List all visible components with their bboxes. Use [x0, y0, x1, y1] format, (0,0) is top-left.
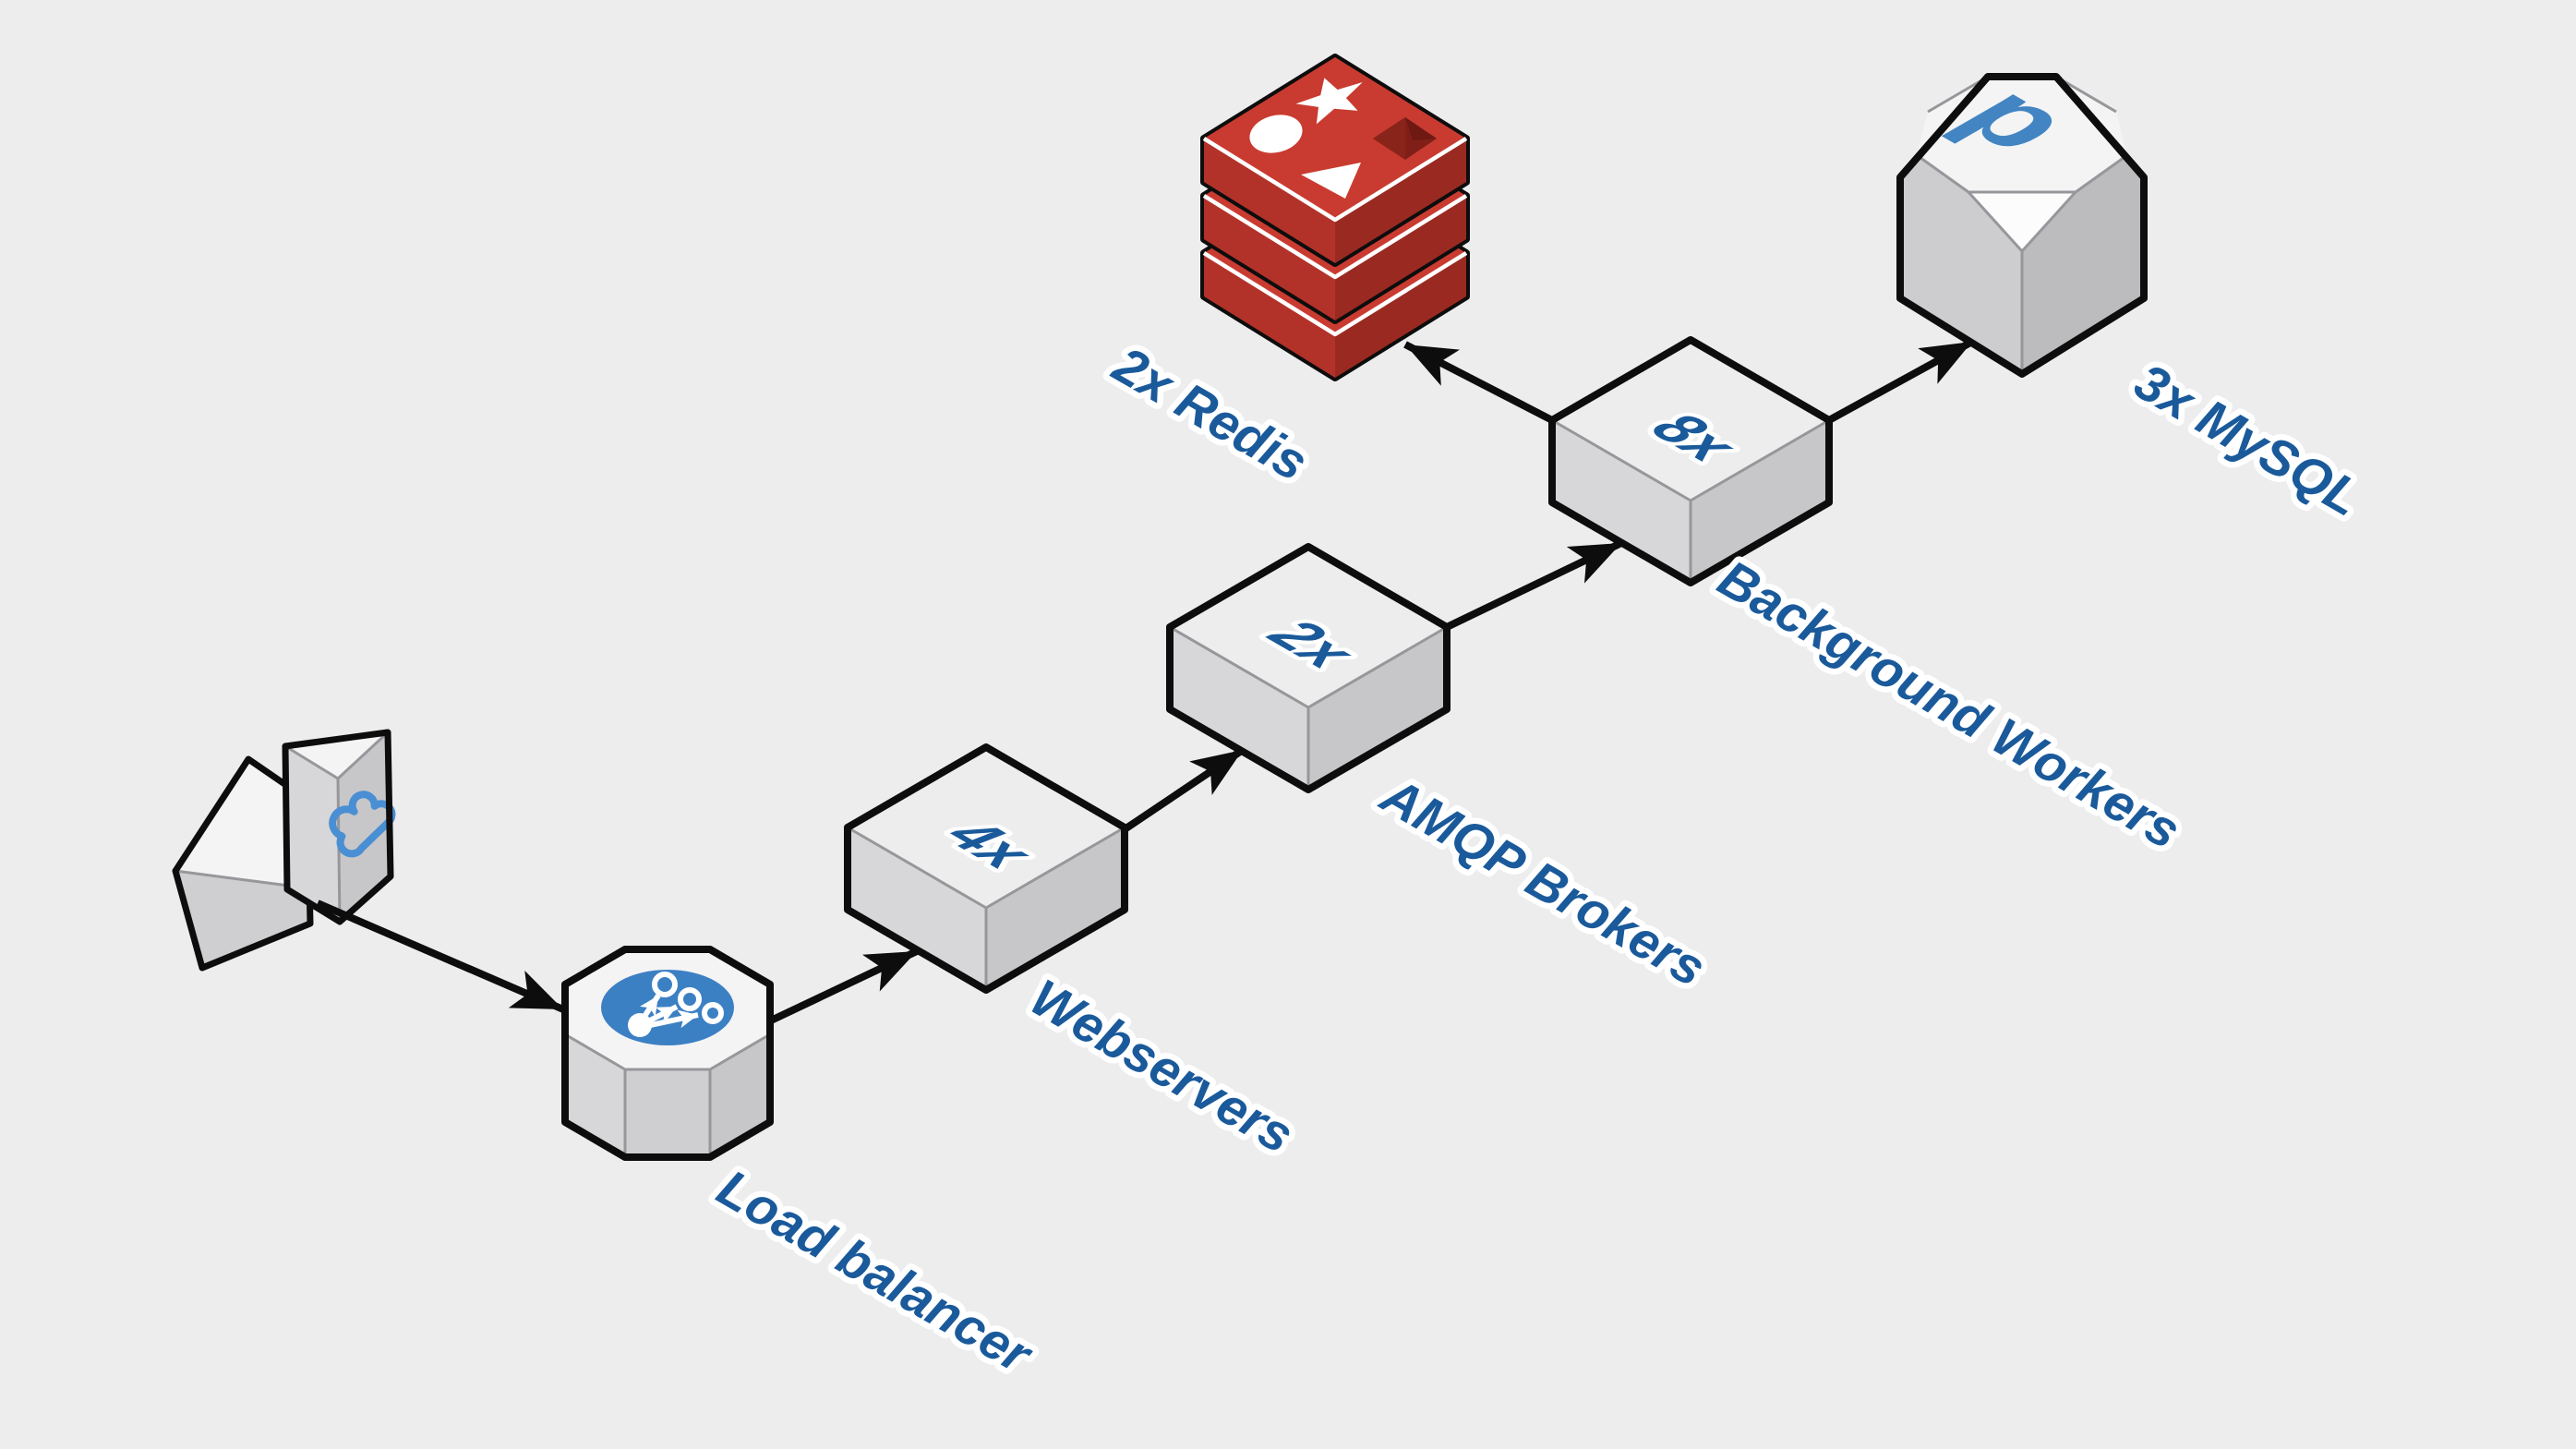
redis-layer-top: [1200, 54, 1470, 267]
left-wedge-top-face: [175, 759, 310, 888]
node-background-workers[interactable]: 8x: [1548, 336, 1833, 586]
right-wedge-cloud-face: [338, 732, 391, 922]
node-amqp-brokers[interactable]: 2x: [1166, 543, 1451, 793]
redis-triangle-shape: [1301, 163, 1361, 199]
redis-diamond-hole: [1373, 117, 1437, 160]
load-balancer-outline: [561, 946, 774, 1161]
left-wedge-front-face: [175, 871, 310, 968]
edge-background-workers-to-mysql: [1827, 338, 1974, 424]
edge-webservers-to-amqp-brokers: [1122, 746, 1246, 833]
percona-gem-icon: p: [1896, 69, 2148, 378]
redis-circle-shape: [1249, 115, 1303, 153]
node-load-balancer[interactable]: [561, 946, 774, 1161]
gem-front-notch: [1968, 192, 2076, 251]
node-mysql[interactable]: p: [1896, 69, 2148, 378]
cloud-icon: [172, 729, 396, 972]
gem-top-face: [1917, 77, 2127, 192]
cloud-outline-icon: [329, 791, 396, 858]
redis-star-shape: [1295, 78, 1363, 125]
gem-outline: [1896, 73, 2148, 378]
network-fanout-glyph: [628, 972, 724, 1037]
edge-background-workers-to-redis: [1403, 341, 1554, 424]
edge-amqp-brokers-to-background-workers: [1445, 539, 1623, 631]
diagram-edges: [316, 338, 1974, 1024]
right-wedge-left-face: [285, 746, 340, 922]
gem-left-face: [1900, 155, 2022, 374]
edge-internet-to-load-balancer: [316, 900, 565, 1013]
node-redis[interactable]: [1200, 54, 1470, 381]
node-internet[interactable]: [172, 729, 396, 972]
edge-load-balancer-to-webservers: [769, 948, 919, 1024]
redis-stack-icon: [1200, 54, 1470, 381]
node-webservers[interactable]: 4x: [844, 743, 1128, 994]
right-wedge-outline: [282, 729, 394, 925]
gem-right-face: [2022, 155, 2144, 374]
